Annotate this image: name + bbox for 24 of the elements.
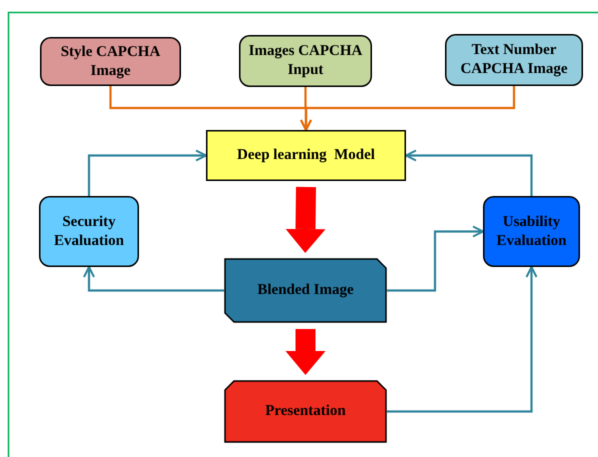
box-label: Usability Evaluation xyxy=(495,212,568,250)
box-label: Deep learning Model xyxy=(236,146,376,165)
box-label: Blended Image xyxy=(256,281,355,300)
block-arrow xyxy=(286,329,326,375)
box-label: Text Number CAPCHA Image xyxy=(459,41,569,79)
arrow xyxy=(88,150,207,196)
process-box xyxy=(224,380,387,443)
box-label: Images CAPCHA Input xyxy=(248,42,364,80)
process-box xyxy=(445,34,583,86)
box-label: Style CAPCHA Image xyxy=(60,42,162,80)
block-arrow xyxy=(286,186,326,253)
process-box xyxy=(39,196,139,267)
arrow xyxy=(300,86,516,131)
process-box xyxy=(40,37,181,86)
arrow xyxy=(387,266,538,413)
process-box xyxy=(483,196,580,267)
box-label: Security Evaluation xyxy=(52,212,126,250)
arrow xyxy=(387,226,484,292)
process-box xyxy=(206,130,406,181)
box-label: Presentation xyxy=(264,402,347,421)
process-box xyxy=(224,258,387,323)
process-box xyxy=(239,35,372,87)
arrow xyxy=(405,150,533,196)
arrow xyxy=(83,266,224,292)
